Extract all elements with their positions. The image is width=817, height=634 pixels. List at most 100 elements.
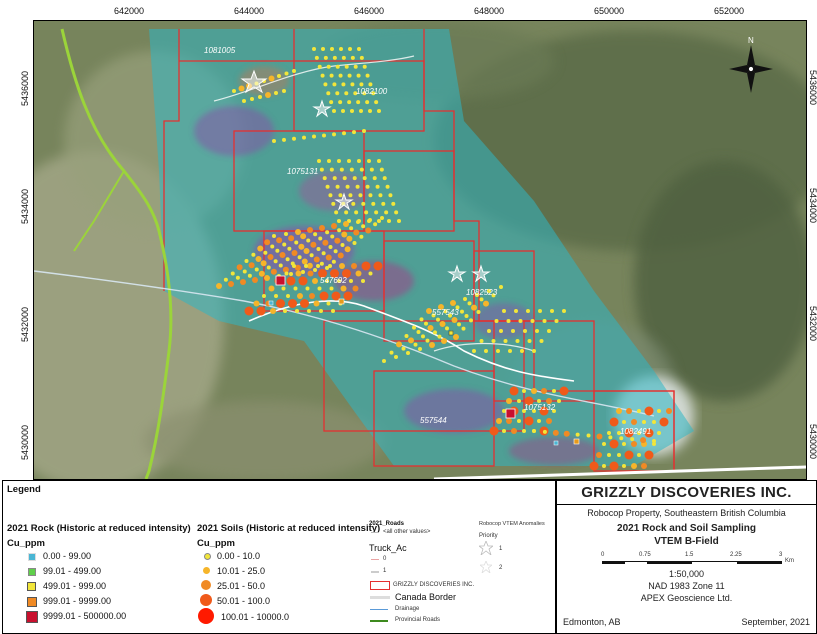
claim-label: 1082523 (466, 288, 498, 297)
soil-sample (339, 263, 345, 269)
place: Edmonton, AB (563, 617, 621, 627)
soil-sample (253, 300, 260, 307)
soil-sample (351, 201, 356, 206)
soil-sample (517, 419, 521, 423)
soil-sample (317, 286, 322, 291)
soil-sample (284, 271, 289, 276)
soil-sample (425, 338, 430, 343)
soil-sample (297, 293, 303, 299)
soil-sample (282, 266, 289, 273)
x-tick-label: 642000 (113, 6, 145, 16)
soil-sample (289, 272, 293, 276)
soil-sample (270, 268, 277, 275)
soil-sample (472, 349, 476, 353)
rock-class: 99.01 - 499.00 (43, 566, 102, 576)
map-canvas[interactable]: 1081005 1082100 1075131 547692 1082523 5… (33, 20, 807, 480)
claim-label: 1075132 (524, 403, 556, 412)
soil-sample (624, 450, 634, 460)
y-tick-label: 5434000 (20, 188, 30, 224)
soil-sample (340, 285, 347, 292)
y-tick-label: 5432000 (20, 306, 30, 342)
soil-sample (328, 264, 332, 268)
soil-sample (348, 47, 352, 51)
soil-sample (240, 279, 246, 285)
soil-sample (372, 176, 377, 181)
soil-sample (624, 428, 634, 438)
soil-sample (659, 417, 669, 427)
soil-sample (491, 339, 496, 343)
soil-sample (367, 159, 371, 163)
soil-sample (464, 314, 469, 318)
title-divider (557, 504, 816, 505)
rock-class: 999.01 - 9999.00 (43, 596, 112, 606)
soil-sample (642, 420, 646, 424)
canada-border (433, 465, 806, 479)
soil-sample (622, 442, 626, 446)
soil-sample (522, 409, 526, 413)
soil-sample (467, 301, 472, 306)
provincial-road-branch (73, 170, 125, 252)
soil-sample (342, 269, 351, 278)
soil-sample (427, 325, 434, 331)
soil-sample (272, 139, 276, 143)
soil-sample (537, 419, 541, 423)
soil-sample (362, 176, 367, 181)
soil-sample (487, 289, 491, 293)
scale-unit: Km (785, 558, 794, 564)
vtem-field: Priority (479, 533, 498, 539)
soil-sample (607, 453, 611, 457)
soil-sample (276, 299, 285, 308)
soil-sample (657, 409, 661, 413)
soil-sample (277, 74, 281, 78)
soil-sample (273, 259, 278, 264)
soil-sample (378, 193, 383, 198)
truck-1-line (371, 571, 379, 573)
soil-sample (307, 270, 314, 277)
roads-heading: 2021_Roads (369, 521, 405, 527)
soil-sample (301, 270, 305, 274)
soil-sample (535, 329, 539, 333)
soil-sample (421, 334, 425, 339)
soil-sample (349, 167, 354, 172)
claims-label: GRIZZLY DISCOVERIES INC. (393, 582, 475, 588)
soil-sample (365, 73, 370, 78)
soil-sample (362, 91, 367, 96)
soil-sample (319, 291, 329, 301)
x-tick-label: 648000 (473, 6, 505, 16)
soil-sample (460, 309, 464, 314)
soil-sample (356, 100, 361, 105)
soil-sample (353, 64, 358, 69)
soil-sample (258, 270, 265, 277)
drainage-label: Drainage (395, 606, 420, 612)
soil-sample (631, 463, 637, 469)
soil-sample (323, 55, 328, 60)
rock-heading: 2021 Rock (Historic at reduced intensity… (7, 523, 191, 534)
soil-sample (365, 184, 370, 189)
soil-sample (275, 248, 280, 253)
soil-sample (377, 159, 381, 163)
soil-sample (476, 310, 481, 314)
roads-other: <all other values> (383, 529, 431, 535)
soil-sample (385, 184, 390, 189)
soil-sample (356, 220, 360, 224)
map-title-1: 2021 Rock and Soil Sampling (617, 523, 756, 534)
soil-sample (502, 309, 506, 313)
soil-sample (347, 159, 351, 163)
soil-sample (514, 309, 518, 313)
soil-sample (489, 426, 499, 436)
soil-sample (391, 201, 396, 206)
soil-sample (301, 258, 308, 265)
soil-sample (316, 264, 320, 268)
soil-sample (557, 399, 561, 403)
soil-sample (361, 261, 371, 271)
soil-sample (509, 386, 519, 396)
author: APEX Geoscience Ltd. (640, 593, 733, 603)
soil-sample (652, 420, 656, 424)
soil-sample (396, 341, 402, 348)
soil-sample (508, 349, 512, 353)
soil-sample (433, 330, 437, 335)
soil-sample (346, 235, 353, 242)
drainage (34, 270, 655, 417)
soil-sample (438, 304, 444, 310)
scale-bar-segment (625, 561, 647, 564)
